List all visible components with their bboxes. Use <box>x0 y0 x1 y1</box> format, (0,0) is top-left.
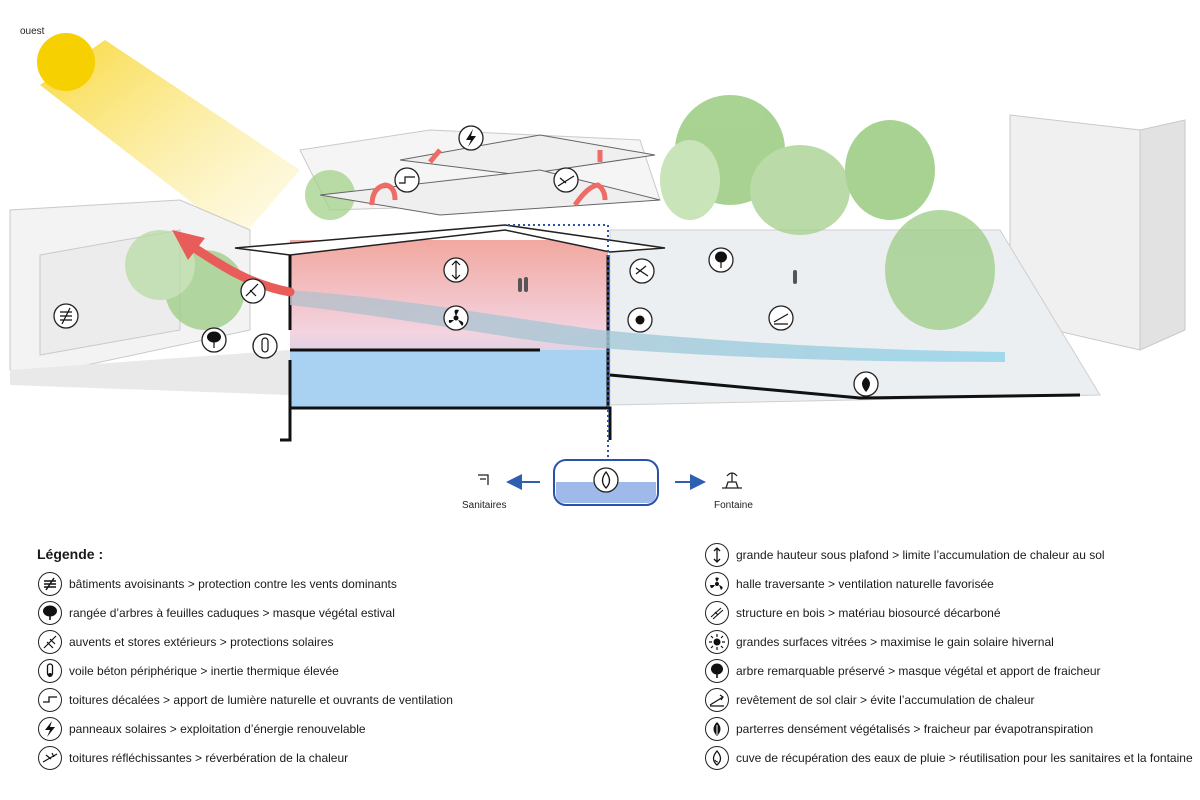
legend-item: grande hauteur sous plafond > limite l’a… <box>705 540 1193 569</box>
leaf-icon <box>705 716 729 741</box>
tree-icon <box>705 658 729 683</box>
vertical-arrows-icon <box>705 542 729 567</box>
legend-text: voile béton périphérique > inertie therm… <box>69 663 339 678</box>
legend-item: voile béton périphérique > inertie therm… <box>38 656 453 685</box>
bioclimatic-section-illustration <box>9 33 1186 506</box>
offset-roof-icon <box>38 687 62 712</box>
water-drop-icon <box>593 467 619 493</box>
legend-title: Légende : <box>37 546 104 562</box>
legend-item: rangée d’arbres à feuilles caduques > ma… <box>38 598 453 627</box>
hot-air-arrowhead <box>172 230 205 260</box>
trees <box>125 95 995 330</box>
legend-item: halle traversante > ventilation naturell… <box>705 569 1193 598</box>
legend-item: parterres densément végétalisés > fraich… <box>705 714 1193 743</box>
legend-item: revêtement de sol clair > évite l’accumu… <box>705 685 1193 714</box>
offset-roof-icon <box>394 167 420 193</box>
legend-text: grandes surfaces vitrées > maximise le g… <box>736 634 1054 649</box>
legend-item: toitures décalées > apport de lumière na… <box>38 685 453 714</box>
sun-icon <box>705 629 729 654</box>
roof-exhaust-arrows <box>369 148 608 207</box>
legend-text: parterres densément végétalisés > fraich… <box>736 721 1094 736</box>
thermometer-icon <box>38 658 62 683</box>
awning-icon <box>38 629 62 654</box>
legend-text: bâtiments avoisinants > protection contr… <box>69 576 397 591</box>
legend-text: toitures réfléchissantes > réverbération… <box>69 750 349 765</box>
sanitaires-label: Sanitaires <box>462 500 507 511</box>
hot-air-arrow <box>185 240 295 297</box>
fan-icon <box>705 571 729 596</box>
legend-item: auvents et stores extérieurs > protectio… <box>38 627 453 656</box>
legend-text: arbre remarquable préservé > masque végé… <box>736 663 1101 678</box>
fontaine-label: Fontaine <box>714 500 753 511</box>
legend-text: cuve de récupération des eaux de pluie >… <box>736 750 1193 765</box>
light-ground-icon <box>705 687 729 712</box>
sun-icon <box>37 33 300 240</box>
legend-text: halle traversante > ventilation naturell… <box>736 576 994 591</box>
legend-right-column: grande hauteur sous plafond > limite l’a… <box>705 540 1193 772</box>
basement-cool-zone <box>290 350 608 408</box>
people-silhouettes <box>518 270 797 292</box>
legend-item: toitures réfléchissantes > réverbération… <box>38 743 453 772</box>
rainwater-tank <box>553 459 659 506</box>
awning-icon <box>240 278 266 304</box>
deciduous-tree-icon <box>38 600 62 625</box>
lightning-icon <box>38 716 62 741</box>
legend-text: rangée d’arbres à feuilles caduques > ma… <box>69 605 395 620</box>
legend-text: structure en bois > matériau biosourcé d… <box>736 605 1001 620</box>
orientation-label: ouest <box>20 26 45 37</box>
wood-icon <box>705 600 729 625</box>
legend-text: grande hauteur sous plafond > limite l’a… <box>736 547 1105 562</box>
legend-item: arbre remarquable préservé > masque végé… <box>705 656 1193 685</box>
legend-text: revêtement de sol clair > évite l’accumu… <box>736 692 1035 707</box>
thermometer-icon <box>252 333 278 359</box>
water-drop-icon <box>705 745 729 770</box>
ventilation-airflow <box>290 290 1005 362</box>
ground-left <box>10 350 290 395</box>
reflective-roof-icon <box>38 745 62 770</box>
legend-item: cuve de récupération des eaux de pluie >… <box>705 743 1193 772</box>
legend-text: panneaux solaires > exploitation d’énerg… <box>69 721 366 736</box>
reflective-roof-icon <box>553 167 579 193</box>
faucet-icon <box>478 474 489 485</box>
legend-item: bâtiments avoisinants > protection contr… <box>38 569 453 598</box>
legend-text: toitures décalées > apport de lumière na… <box>69 692 453 707</box>
wood-icon <box>629 258 655 284</box>
rainwater-pipe <box>508 224 609 460</box>
legend-item: grandes surfaces vitrées > maximise le g… <box>705 627 1193 656</box>
legend-text: auvents et stores extérieurs > protectio… <box>69 634 334 649</box>
legend-left-column: bâtiments avoisinants > protection contr… <box>38 569 453 772</box>
legend-item: structure en bois > matériau biosourcé d… <box>705 598 1193 627</box>
legend-item: panneaux solaires > exploitation d’énerg… <box>38 714 453 743</box>
wind-shield-icon <box>38 571 62 596</box>
fountain-icon <box>722 472 742 489</box>
